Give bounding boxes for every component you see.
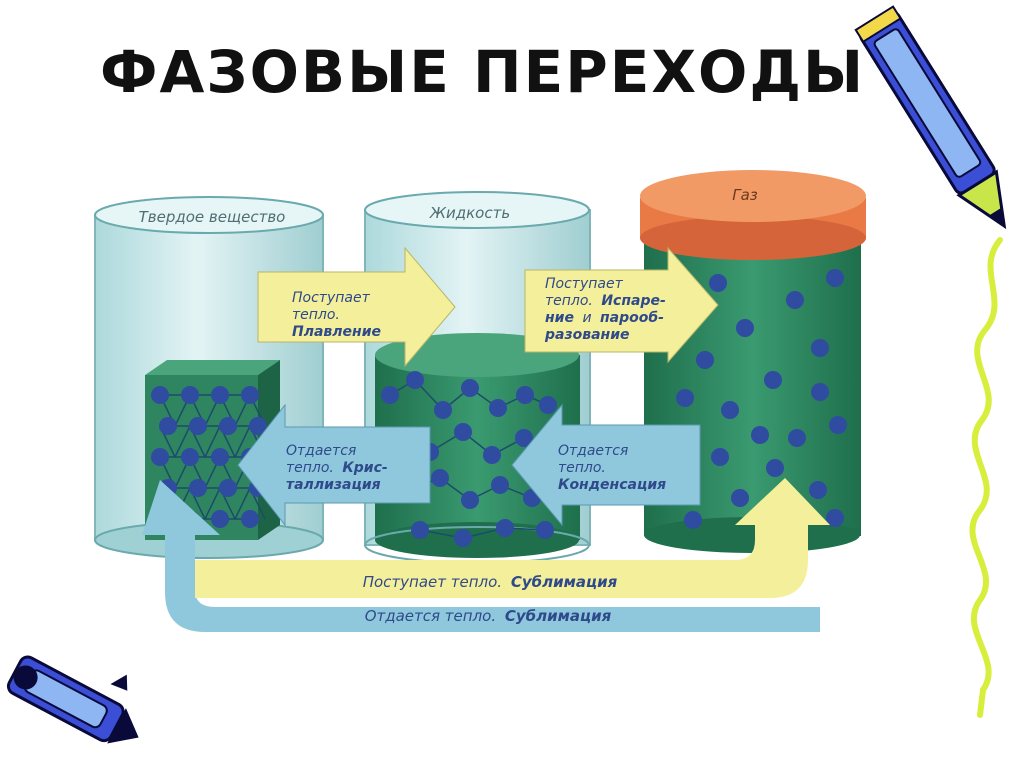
particle bbox=[786, 291, 804, 309]
particle bbox=[809, 481, 827, 499]
particle bbox=[249, 417, 267, 435]
particle bbox=[515, 429, 533, 447]
sublimation-in-word: Сублимация bbox=[511, 573, 618, 591]
solid-state-label: Твердое вещество bbox=[139, 208, 286, 226]
particle bbox=[381, 386, 399, 404]
condensation-line3: Конденсация bbox=[558, 477, 666, 493]
page-title: ФАЗОВЫЕ ПЕРЕХОДЫ bbox=[100, 38, 866, 106]
particle bbox=[219, 417, 237, 435]
particle bbox=[709, 274, 727, 292]
particle bbox=[731, 489, 749, 507]
particle bbox=[751, 426, 769, 444]
crystallization-line2a: тепло. bbox=[286, 460, 334, 476]
svg-text:Поступает тепло. Сублима: Поступает тепло. Сублимация bbox=[363, 573, 618, 591]
melting-line2: тепло. bbox=[292, 307, 340, 323]
jar-lid bbox=[640, 170, 866, 260]
svg-text:Отдается тепло. Ко: Отдается тепло. Конденсация bbox=[558, 443, 666, 493]
particle bbox=[539, 396, 557, 414]
melting-line3: Плавление bbox=[292, 324, 381, 340]
particle bbox=[736, 319, 754, 337]
particle bbox=[811, 383, 829, 401]
particle bbox=[711, 448, 729, 466]
particle bbox=[461, 379, 479, 397]
crystallization-line1: Отдается bbox=[286, 443, 356, 459]
sublimation-in-prefix: Поступает тепло. bbox=[363, 573, 502, 591]
particle bbox=[454, 423, 472, 441]
melting-line1: Поступает bbox=[292, 290, 371, 306]
evaporation-line2b: Испаре- bbox=[601, 293, 666, 309]
particle bbox=[491, 476, 509, 494]
bond-line bbox=[204, 425, 221, 458]
sublimation-out-word: Сублимация bbox=[505, 607, 612, 625]
melting-arrow: Поступает тепло. Плавление bbox=[257, 246, 456, 368]
bond-line bbox=[204, 487, 221, 520]
condensation-arrow: Отдается тепло. Конденсация bbox=[511, 403, 701, 527]
particle bbox=[406, 371, 424, 389]
particle bbox=[829, 416, 847, 434]
evaporation-line1: Поступает bbox=[545, 276, 624, 292]
crayon-icon bbox=[854, 5, 1007, 230]
sublimation-out-arrow: Отдается тепло. Сублимация bbox=[142, 480, 820, 632]
particle bbox=[489, 399, 507, 417]
svg-text:Поступает тепло. И: Поступает тепло. Испаре- ние и пароoб- р… bbox=[544, 276, 670, 343]
particle bbox=[151, 448, 169, 466]
evaporation-line3a: ние bbox=[545, 310, 574, 326]
evaporation-line3b: и bbox=[582, 310, 591, 326]
particle bbox=[211, 386, 229, 404]
particle bbox=[431, 469, 449, 487]
bond-line bbox=[234, 487, 251, 520]
evaporation-line4: разование bbox=[544, 327, 630, 343]
particle bbox=[211, 510, 229, 528]
svg-text:Отдается тепло. Кр: Отдается тепло. Крис- таллизация bbox=[286, 443, 392, 493]
particle bbox=[764, 371, 782, 389]
particle bbox=[536, 521, 554, 539]
particle bbox=[454, 529, 472, 547]
particle bbox=[159, 417, 177, 435]
particle bbox=[684, 511, 702, 529]
condensation-line1: Отдается bbox=[558, 443, 628, 459]
svg-text:Отдается тепло. Сублимац: Отдается тепло. Сублимация bbox=[365, 607, 612, 625]
particle bbox=[461, 491, 479, 509]
evaporation-line2a: тепло. bbox=[545, 293, 593, 309]
liquid-state-label: Жидкость bbox=[429, 204, 510, 222]
particle bbox=[496, 519, 514, 537]
condensation-line2: тепло. bbox=[558, 460, 606, 476]
particle bbox=[516, 386, 534, 404]
particle bbox=[696, 351, 714, 369]
particle bbox=[826, 509, 844, 527]
particle bbox=[151, 386, 169, 404]
squiggle-line-icon bbox=[969, 237, 1003, 718]
bond-line bbox=[234, 425, 251, 458]
particle bbox=[411, 521, 429, 539]
gas-state-label: Газ bbox=[732, 186, 758, 204]
particle bbox=[241, 386, 259, 404]
particle bbox=[181, 448, 199, 466]
crystallization-line2b: Крис- bbox=[342, 460, 388, 476]
particle bbox=[721, 401, 739, 419]
particle bbox=[811, 339, 829, 357]
particle bbox=[219, 479, 237, 497]
crayon-small-icon bbox=[6, 655, 139, 744]
particle bbox=[211, 448, 229, 466]
sublimation-out-prefix: Отдается тепло. bbox=[365, 607, 496, 625]
bond-line bbox=[174, 425, 191, 458]
particle bbox=[483, 446, 501, 464]
particle bbox=[788, 429, 806, 447]
particle bbox=[826, 269, 844, 287]
evaporation-line3c: пароoб- bbox=[600, 310, 664, 326]
particle bbox=[181, 386, 199, 404]
particle bbox=[189, 479, 207, 497]
particle bbox=[676, 389, 694, 407]
crystallization-arrow: Отдается тепло. Крис- таллизация bbox=[237, 403, 431, 527]
particle bbox=[434, 401, 452, 419]
svg-text:Поступает тепло. П: Поступает тепло. Плавление bbox=[292, 290, 381, 340]
crystallization-line3: таллизация bbox=[286, 477, 381, 493]
sublimation-in-arrow: Поступает тепло. Сублимация bbox=[195, 478, 830, 598]
particle bbox=[766, 459, 784, 477]
evaporation-arrow: Поступает тепло. Испаре- ние и пароoб- р… bbox=[524, 246, 719, 364]
particle bbox=[189, 417, 207, 435]
particle bbox=[241, 510, 259, 528]
